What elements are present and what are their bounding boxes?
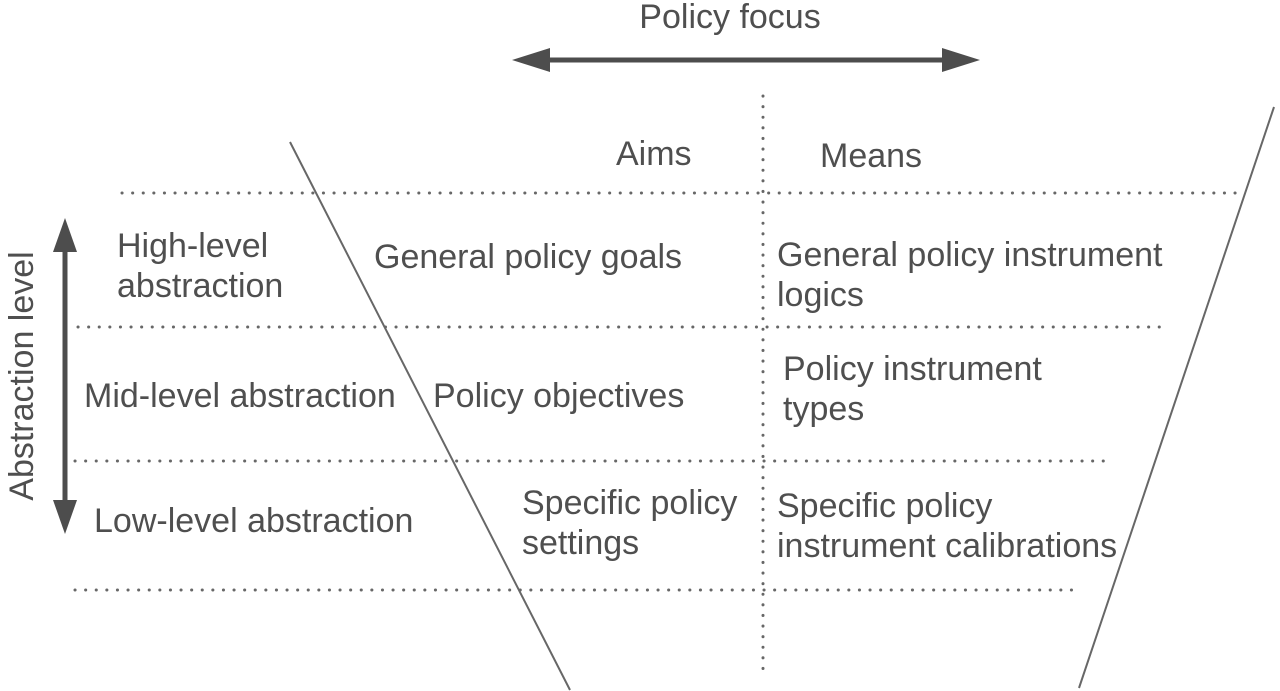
row-label-high-level: High-level abstraction [117,227,284,305]
column-header-aims: Aims [616,135,692,173]
cell-means-mid: Policy instrument types [783,350,1042,428]
arrow-head-down [53,500,77,534]
cell-aims-low: Specific policy settings [522,484,738,562]
policy-focus-arrow [512,48,980,72]
funnel-left-line [289,141,571,691]
arrow-head-right [942,48,980,72]
row-label-mid-level: Mid-level abstraction [84,377,396,415]
row-label-low-level: Low-level abstraction [94,502,414,540]
cell-means-low: Specific policy instrument calibrations [777,487,1118,565]
funnel-right-line [1078,106,1275,689]
y-axis-title: Abstraction level [3,251,41,501]
abstraction-level-arrow [53,218,77,534]
cell-aims-high: General policy goals [374,238,683,276]
column-header-means: Means [820,137,923,175]
cell-means-high: General policy instrument logics [777,236,1163,314]
cell-aims-mid: Policy objectives [433,377,685,415]
diagram-title: Policy focus [639,0,821,36]
arrow-head-up [53,218,77,252]
arrow-head-left [512,48,550,72]
